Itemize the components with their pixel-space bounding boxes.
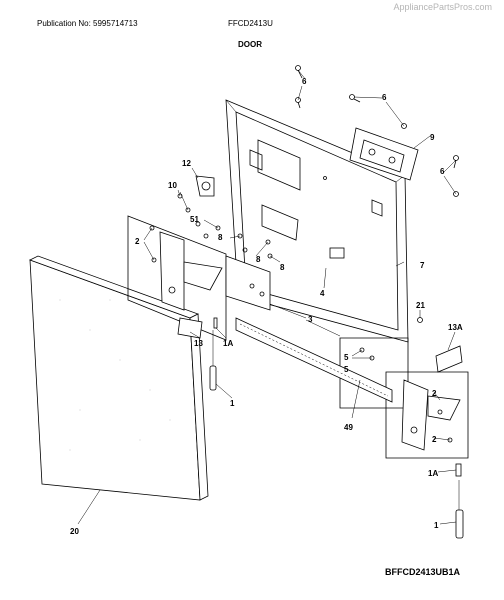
screws xyxy=(295,65,459,323)
callout-2: 2 xyxy=(432,389,437,398)
callout-2: 2 xyxy=(432,435,437,444)
callout-6: 6 xyxy=(382,93,387,102)
callout-8: 8 xyxy=(218,233,223,242)
callout-8: 8 xyxy=(256,255,261,264)
callout-labels: 6 6 9 6 12 10 51 8 8 8 2 4 7 3 21 13 1A … xyxy=(70,77,463,536)
vent-assembly xyxy=(349,127,419,181)
callout-7: 7 xyxy=(420,261,425,270)
callout-1A: 1A xyxy=(428,469,438,478)
callout-8: 8 xyxy=(280,263,285,272)
callout-12: 12 xyxy=(182,159,191,168)
diagram-code: BFFCD2413UB1A xyxy=(385,567,461,577)
callout-13A: 13A xyxy=(448,323,463,332)
callout-9: 9 xyxy=(430,133,435,142)
callout-4: 4 xyxy=(320,289,325,298)
callout-20: 20 xyxy=(70,527,79,536)
callout-49: 49 xyxy=(344,423,353,432)
callout-5: 5 xyxy=(344,365,349,374)
callout-1A: 1A xyxy=(223,339,233,348)
inner-door-liner xyxy=(225,99,409,343)
door-springs xyxy=(209,317,464,539)
callout-6: 6 xyxy=(440,167,445,176)
callout-13: 13 xyxy=(194,339,203,348)
model-number: FFCD2413U xyxy=(228,19,273,28)
callout-10: 10 xyxy=(168,181,177,190)
callout-51: 51 xyxy=(190,215,199,224)
watermark: AppliancePartsPros.com xyxy=(393,2,492,12)
publication-number: Publication No: 5995714713 xyxy=(37,19,138,28)
outer-door-panel xyxy=(28,255,209,501)
callout-21: 21 xyxy=(416,301,425,310)
right-hinge-group xyxy=(339,337,469,459)
callout-1: 1 xyxy=(434,521,439,530)
pads xyxy=(177,317,463,373)
leader-lines xyxy=(77,69,457,525)
callout-3: 3 xyxy=(308,315,313,324)
section-title: DOOR xyxy=(238,40,262,49)
callout-2: 2 xyxy=(135,237,140,246)
door-latch xyxy=(195,175,215,197)
callout-1: 1 xyxy=(230,399,235,408)
left-hinge-group xyxy=(127,215,271,341)
bottom-trim-strip xyxy=(235,317,393,403)
callout-5: 5 xyxy=(344,353,349,362)
callout-6: 6 xyxy=(302,77,307,86)
